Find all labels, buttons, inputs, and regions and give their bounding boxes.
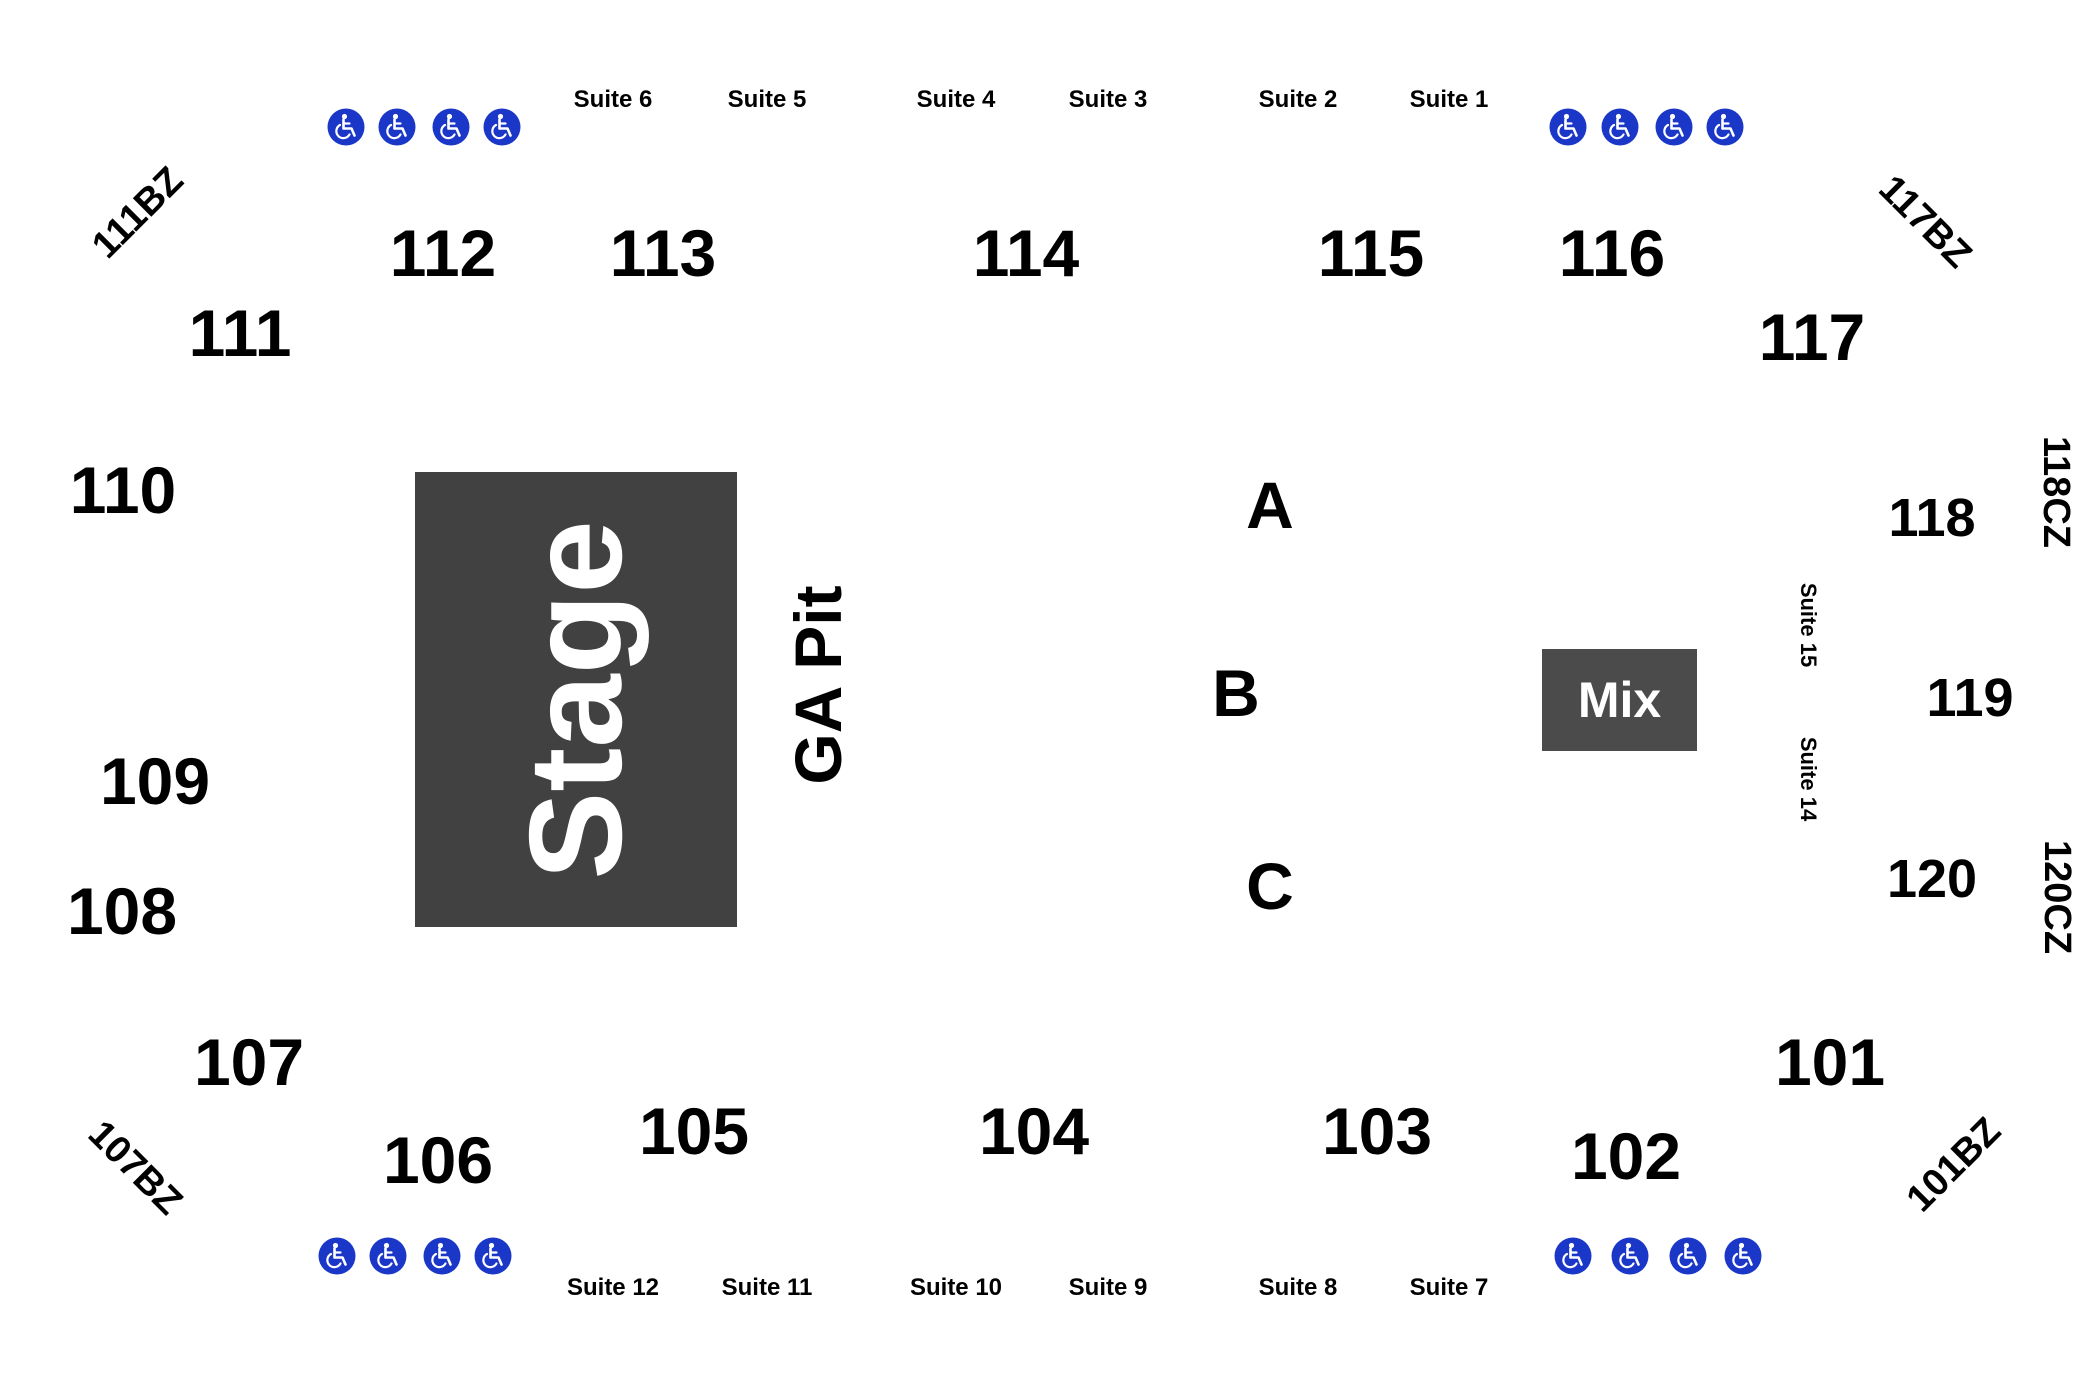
mix-booth: Mix [1542, 649, 1697, 751]
section-120[interactable]: 120 [1886, 849, 1978, 909]
suite-4[interactable]: Suite 4 [916, 86, 996, 113]
suite-12[interactable]: Suite 12 [566, 1274, 660, 1301]
suite-15[interactable]: Suite 15 [1796, 582, 1821, 668]
wheelchair-icon [432, 108, 470, 146]
wheelchair-icon [1706, 108, 1744, 146]
section-116[interactable]: 116 [1558, 216, 1666, 290]
wheelchair-icon [1655, 108, 1693, 146]
wheelchair-icon [1554, 1237, 1592, 1275]
wheelchair-icon [327, 108, 365, 146]
suite-9[interactable]: Suite 9 [1068, 1274, 1148, 1301]
zone-118cz[interactable]: 118CZ [2035, 436, 2077, 548]
wheelchair-icon [378, 108, 416, 146]
wheelchair-icon [483, 108, 521, 146]
section-105[interactable]: 105 [638, 1094, 750, 1168]
floor-section-c[interactable]: C [1246, 849, 1294, 923]
section-111[interactable]: 111 [188, 296, 292, 370]
suite-1[interactable]: Suite 1 [1409, 86, 1489, 113]
suite-10[interactable]: Suite 10 [909, 1274, 1003, 1301]
wheelchair-icon [1549, 108, 1587, 146]
stage: Stage [415, 472, 737, 927]
section-117[interactable]: 117 [1758, 300, 1866, 374]
suite-11[interactable]: Suite 11 [721, 1274, 813, 1301]
zone-107bz[interactable]: 107BZ [79, 1112, 191, 1224]
suite-3[interactable]: Suite 3 [1068, 86, 1148, 113]
stage-label: Stage [502, 519, 649, 880]
zone-111bz[interactable]: 111BZ [84, 159, 192, 267]
section-106[interactable]: 106 [382, 1123, 494, 1197]
suite-2[interactable]: Suite 2 [1258, 86, 1338, 113]
section-109[interactable]: 109 [99, 744, 211, 818]
suite-6[interactable]: Suite 6 [573, 86, 653, 113]
section-102[interactable]: 102 [1570, 1119, 1682, 1193]
wheelchair-icon [1669, 1237, 1707, 1275]
section-101[interactable]: 101 [1774, 1025, 1886, 1099]
wheelchair-icon [1724, 1237, 1762, 1275]
section-115[interactable]: 115 [1317, 216, 1425, 290]
wheelchair-icon [369, 1237, 407, 1275]
wheelchair-icon [474, 1237, 512, 1275]
suite-5[interactable]: Suite 5 [727, 86, 807, 113]
suite-8[interactable]: Suite 8 [1258, 1274, 1338, 1301]
section-113[interactable]: 113 [609, 216, 717, 290]
section-118[interactable]: 118 [1888, 488, 1976, 548]
section-104[interactable]: 104 [978, 1094, 1090, 1168]
section-119[interactable]: 119 [1926, 668, 2014, 728]
wheelchair-icon [423, 1237, 461, 1275]
section-110[interactable]: 110 [69, 453, 177, 527]
mix-label: Mix [1577, 672, 1662, 728]
wheelchair-icon [1611, 1237, 1649, 1275]
ga-pit-label[interactable]: GA Pit [781, 585, 855, 785]
suite-7[interactable]: Suite 7 [1409, 1274, 1489, 1301]
section-103[interactable]: 103 [1321, 1094, 1433, 1168]
zone-117bz[interactable]: 117BZ [1870, 167, 1980, 277]
section-107[interactable]: 107 [193, 1025, 305, 1099]
zone-120cz[interactable]: 120CZ [2036, 839, 2078, 955]
section-108[interactable]: 108 [66, 874, 178, 948]
floor-section-a[interactable]: A [1246, 468, 1294, 542]
section-114[interactable]: 114 [972, 216, 1080, 290]
floor-section-b[interactable]: B [1212, 656, 1260, 730]
wheelchair-icon [318, 1237, 356, 1275]
wheelchair-icon [1601, 108, 1639, 146]
section-112[interactable]: 112 [389, 216, 497, 290]
zone-101bz[interactable]: 101BZ [1898, 1109, 2010, 1221]
suite-14[interactable]: Suite 14 [1796, 736, 1821, 822]
